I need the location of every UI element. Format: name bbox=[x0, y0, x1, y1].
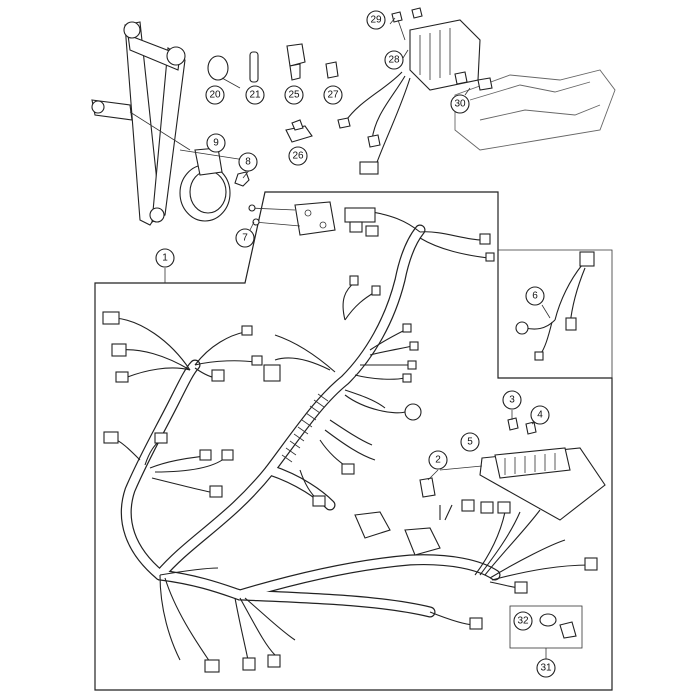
callout-25[interactable]: 25 bbox=[284, 85, 304, 105]
harness-left-branches bbox=[102, 311, 263, 498]
item6-frame bbox=[498, 249, 613, 378]
housing-clips bbox=[454, 71, 493, 91]
relay-holder-part bbox=[286, 43, 306, 81]
regulator-cable bbox=[337, 71, 411, 175]
callout-1[interactable]: 1 bbox=[155, 248, 175, 268]
harness-right-branches bbox=[461, 499, 598, 594]
callout-3[interactable]: 3 bbox=[502, 390, 522, 410]
clamp-set bbox=[539, 613, 577, 639]
voltage-regulator bbox=[409, 19, 481, 91]
callout-8[interactable]: 8 bbox=[238, 152, 258, 172]
callout-20[interactable]: 20 bbox=[205, 85, 225, 105]
callout-2[interactable]: 2 bbox=[428, 450, 448, 470]
fuse-item2 bbox=[419, 477, 436, 498]
airbox-housing bbox=[454, 69, 616, 151]
harness-group-frame bbox=[94, 191, 613, 691]
callout-27[interactable]: 27 bbox=[323, 85, 343, 105]
svg-text:29: 29 bbox=[370, 15, 382, 26]
horn bbox=[179, 147, 231, 222]
callout-30[interactable]: 30 bbox=[450, 94, 470, 114]
svg-text:4: 4 bbox=[537, 410, 543, 421]
regulator-bolts bbox=[391, 7, 423, 41]
callout-5[interactable]: 5 bbox=[460, 432, 480, 452]
svg-text:6: 6 bbox=[532, 291, 538, 302]
fuse-items bbox=[507, 417, 537, 435]
clip-part bbox=[249, 51, 259, 83]
callout-28[interactable]: 28 bbox=[384, 50, 404, 70]
svg-text:25: 25 bbox=[288, 90, 300, 101]
fuse-box bbox=[479, 447, 606, 521]
svg-text:31: 31 bbox=[540, 663, 552, 674]
bracket-item7 bbox=[248, 201, 336, 236]
callout-31[interactable]: 31 bbox=[536, 658, 556, 678]
callout-32[interactable]: 32 bbox=[513, 611, 533, 631]
svg-text:3: 3 bbox=[509, 395, 515, 406]
grommet-part bbox=[325, 61, 339, 79]
callout-21[interactable]: 21 bbox=[245, 85, 265, 105]
callout-26[interactable]: 26 bbox=[288, 146, 308, 166]
callout-9[interactable]: 9 bbox=[206, 133, 226, 153]
svg-text:5: 5 bbox=[467, 437, 473, 448]
svg-text:27: 27 bbox=[327, 90, 339, 101]
callout-29[interactable]: 29 bbox=[366, 10, 386, 30]
svg-text:8: 8 bbox=[245, 157, 251, 168]
callout-4[interactable]: 4 bbox=[530, 405, 550, 425]
svg-text:32: 32 bbox=[517, 616, 529, 627]
harness-lower-branches bbox=[159, 567, 483, 673]
callout-7[interactable]: 7 bbox=[235, 228, 255, 248]
main-wiring-harness bbox=[120, 224, 501, 618]
svg-text:26: 26 bbox=[292, 151, 304, 162]
harness-upper-branches bbox=[263, 207, 495, 383]
svg-text:21: 21 bbox=[249, 90, 261, 101]
svg-text:7: 7 bbox=[242, 233, 248, 244]
svg-text:1: 1 bbox=[162, 253, 168, 264]
harness-middle-branches bbox=[299, 389, 453, 556]
svg-text:30: 30 bbox=[454, 99, 466, 110]
svg-text:28: 28 bbox=[388, 55, 400, 66]
svg-text:20: 20 bbox=[209, 90, 221, 101]
svg-text:2: 2 bbox=[435, 455, 441, 466]
svg-text:9: 9 bbox=[213, 138, 219, 149]
socket-part bbox=[285, 119, 313, 143]
leader-9 bbox=[179, 149, 246, 161]
aux-harness-item6 bbox=[515, 251, 595, 361]
horn-bracket bbox=[91, 21, 191, 226]
cable-tie-part bbox=[207, 55, 241, 89]
horn-nut bbox=[234, 171, 250, 187]
callout-6[interactable]: 6 bbox=[525, 286, 545, 306]
